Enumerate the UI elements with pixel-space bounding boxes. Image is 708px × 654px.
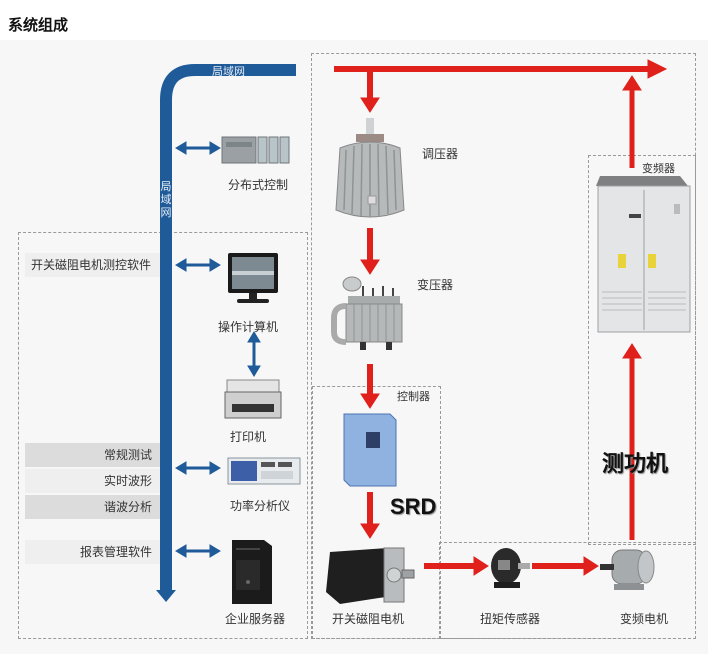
arrow-inverter-to-grid — [622, 75, 642, 91]
report-software-item[interactable]: 报表管理软件 — [25, 540, 160, 564]
arrow-to-inverter — [622, 343, 642, 359]
page-title: 系统组成 — [8, 16, 69, 34]
power-main-arrowhead — [647, 59, 668, 79]
label-torque-sensor: 扭矩传感器 — [480, 612, 541, 626]
label-operator-pc: 操作计算机 — [218, 320, 279, 334]
arrow-to-transformer — [360, 259, 380, 275]
lan-vertical-label: 局 域 网 — [160, 180, 172, 219]
dynamometer-group-box — [439, 542, 696, 639]
link-power-analyzer — [175, 461, 221, 475]
label-srm-motor: 开关磁阻电机 — [332, 612, 405, 626]
label-distributed-control: 分布式控制 — [228, 178, 289, 192]
label-voltage-regulator: 调压器 — [422, 147, 459, 161]
analysis-item-harmonic-analysis[interactable]: 谐波分析 — [25, 495, 160, 519]
link-server — [175, 544, 221, 558]
monitor-icon — [228, 253, 278, 303]
torque-sensor-icon — [491, 548, 530, 588]
link-operator-pc — [175, 258, 221, 272]
label-vf-motor: 变频电机 — [620, 612, 669, 626]
voltage-regulator-icon — [335, 118, 405, 218]
controller-icon — [343, 413, 397, 487]
srd-group-box — [312, 386, 441, 639]
link-distributed-control — [175, 141, 221, 155]
label-transformer: 变压器 — [417, 278, 454, 292]
lan-vertical-char: 局 — [160, 180, 172, 193]
power-analyzer-icon — [227, 457, 301, 485]
server-icon — [232, 540, 272, 604]
lan-vertical-char: 域 — [160, 193, 172, 206]
lan-vertical-char: 网 — [160, 206, 172, 219]
printer-icon — [224, 379, 282, 419]
analysis-item-realtime-waveform[interactable]: 实时波形 — [25, 469, 160, 493]
label-printer: 打印机 — [230, 430, 267, 444]
label-inverter: 变频器 — [642, 162, 675, 175]
vf-motor-icon — [600, 549, 655, 590]
arrow-to-vf-motor — [583, 556, 599, 576]
label-enterprise-server: 企业服务器 — [225, 612, 286, 626]
lan-bus-arrowhead — [156, 590, 176, 602]
inverter-cabinet-icon — [596, 176, 691, 333]
arrow-to-srm-motor — [360, 523, 380, 539]
label-controller: 控制器 — [397, 390, 430, 403]
link-pc-printer — [247, 331, 261, 377]
label-power-analyzer: 功率分析仪 — [230, 499, 291, 513]
arrow-to-controller — [360, 393, 380, 409]
srd-group-label: SRD — [390, 494, 437, 519]
lan-top-label: 局域网 — [212, 65, 245, 78]
lan-bus — [160, 64, 296, 592]
arrow-to-regulator — [360, 97, 380, 113]
srm-motor-icon — [326, 547, 415, 604]
arrow-to-torque-sensor — [473, 556, 489, 576]
transformer-icon — [331, 276, 403, 350]
srm-software-item[interactable]: 开关磁阻电机测控软件 — [25, 253, 160, 277]
plc-icon — [221, 136, 290, 164]
analysis-item-routine-test[interactable]: 常规测试 — [25, 443, 160, 467]
inverter-group-box — [588, 155, 696, 545]
dynamometer-group-label: 测功机 — [602, 452, 669, 477]
